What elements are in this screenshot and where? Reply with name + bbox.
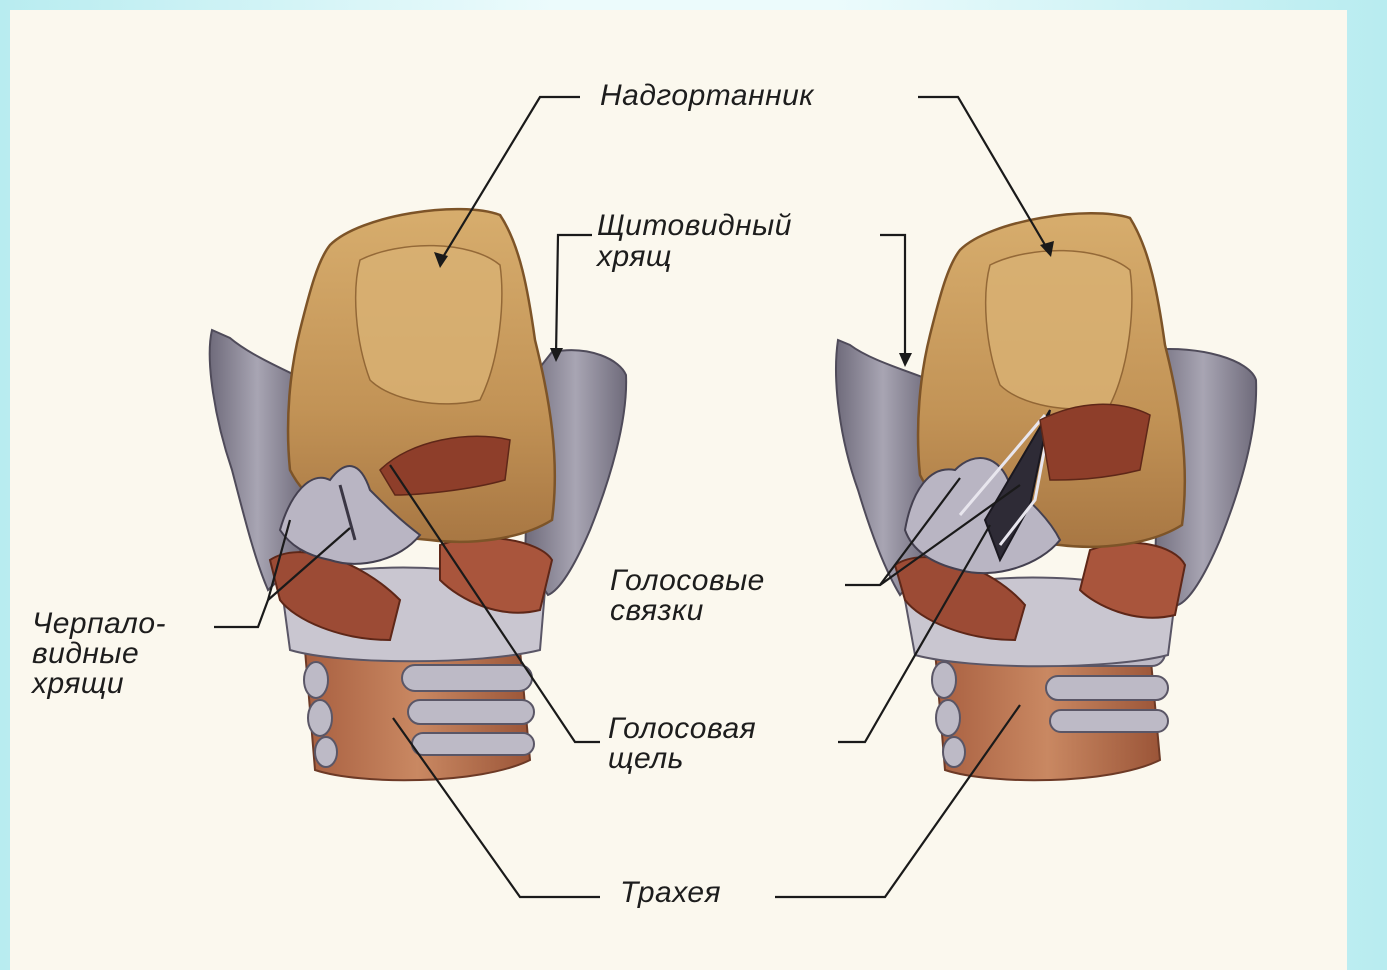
epiglottis-fold-right (986, 251, 1132, 409)
label-epiglottis: Надгортанник (600, 79, 815, 112)
label-glottis-line1: Голосовая (608, 712, 756, 745)
label-thyroid-line1: Щитовидный (597, 209, 792, 242)
label-vocal-cords-line2: связки (610, 594, 704, 627)
epiglottis-fold-left (356, 246, 502, 404)
label-trachea: Трахея (620, 876, 721, 909)
larynx-open-illustration (836, 213, 1256, 780)
label-thyroid-line2: хрящ (595, 240, 672, 273)
label-arytenoid-line3: хрящи (30, 667, 124, 700)
larynx-closed-illustration (210, 209, 626, 780)
vocal-fold-muscle-right (1040, 404, 1150, 480)
label-arytenoid-line2: видные (32, 637, 139, 670)
label-glottis-line2: щель (608, 742, 684, 775)
label-vocal-cords-line1: Голосовые (610, 564, 765, 597)
label-arytenoid-line1: Черпало- (32, 607, 166, 640)
